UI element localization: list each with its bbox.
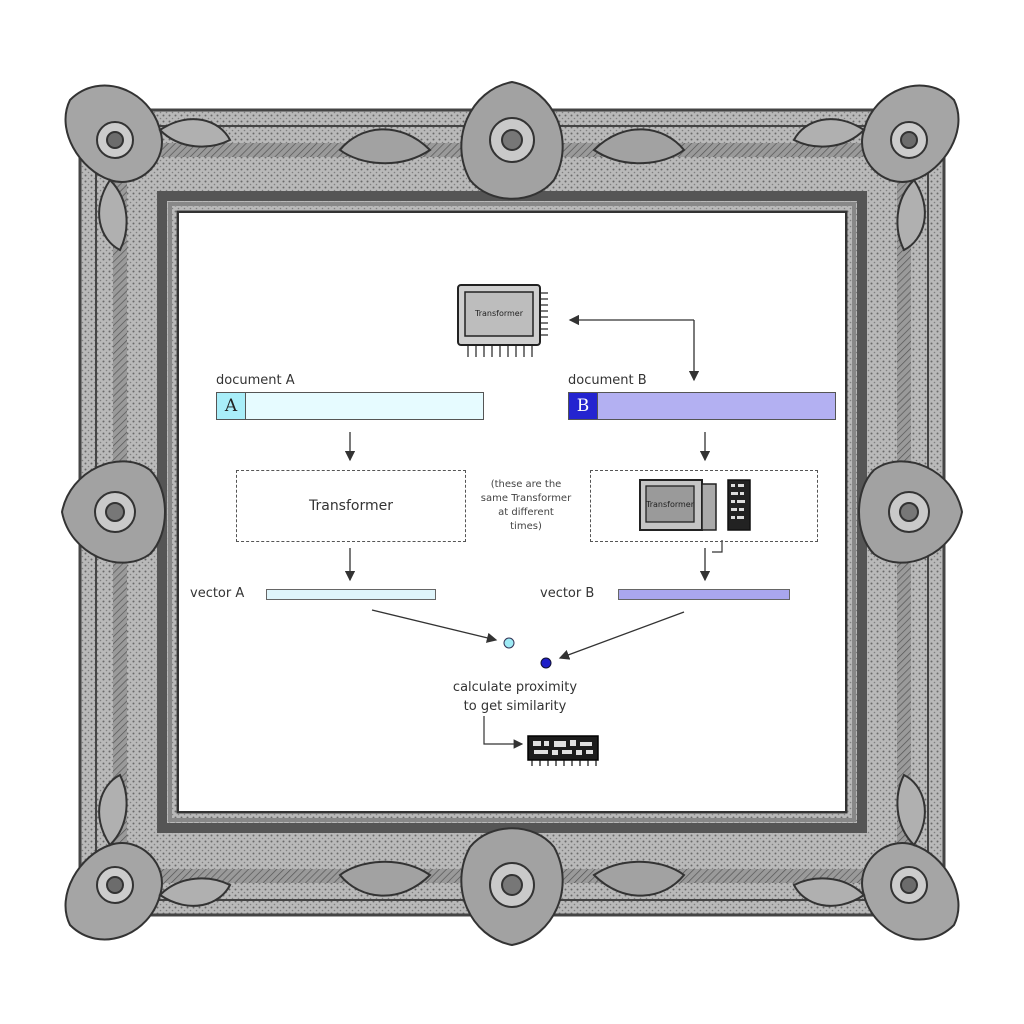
document-b-bar: B — [568, 392, 836, 420]
document-a-label: document A — [216, 373, 295, 388]
transformer-box-b — [590, 470, 818, 542]
vector-b-label: vector B — [540, 586, 594, 601]
arrow-vector-a-to-point — [372, 610, 496, 640]
document-a-tag: A — [217, 393, 246, 419]
similarity-caption: calculate proximity to get similarity — [440, 678, 590, 716]
note-line: at different — [478, 506, 574, 520]
vector-b-bar — [618, 589, 790, 600]
arrow-vector-b-to-point — [560, 612, 684, 658]
top-transformer-label: Transformer — [474, 309, 524, 318]
transformer-box-a: Transformer — [236, 470, 466, 542]
vector-a-label: vector A — [190, 586, 244, 601]
caption-line: calculate proximity — [440, 678, 590, 697]
document-b-label: document B — [568, 373, 647, 388]
retro-monitor-icon: Transformer — [458, 285, 548, 357]
document-a-bar: A — [216, 392, 484, 420]
arrow-caption-to-chip — [484, 716, 522, 744]
caption-line: to get similarity — [440, 697, 590, 716]
vector-a-bar — [266, 589, 436, 600]
transformer-box-label: Transformer — [309, 498, 393, 514]
circuit-board-icon — [528, 736, 598, 766]
note-line: times) — [478, 520, 574, 534]
note-line: same Transformer — [478, 492, 574, 506]
same-transformer-note: (these are the same Transformer at diffe… — [478, 478, 574, 534]
note-line: (these are the — [478, 478, 574, 492]
document-b-tag: B — [569, 393, 598, 419]
point-b — [541, 658, 551, 668]
point-a — [504, 638, 514, 648]
